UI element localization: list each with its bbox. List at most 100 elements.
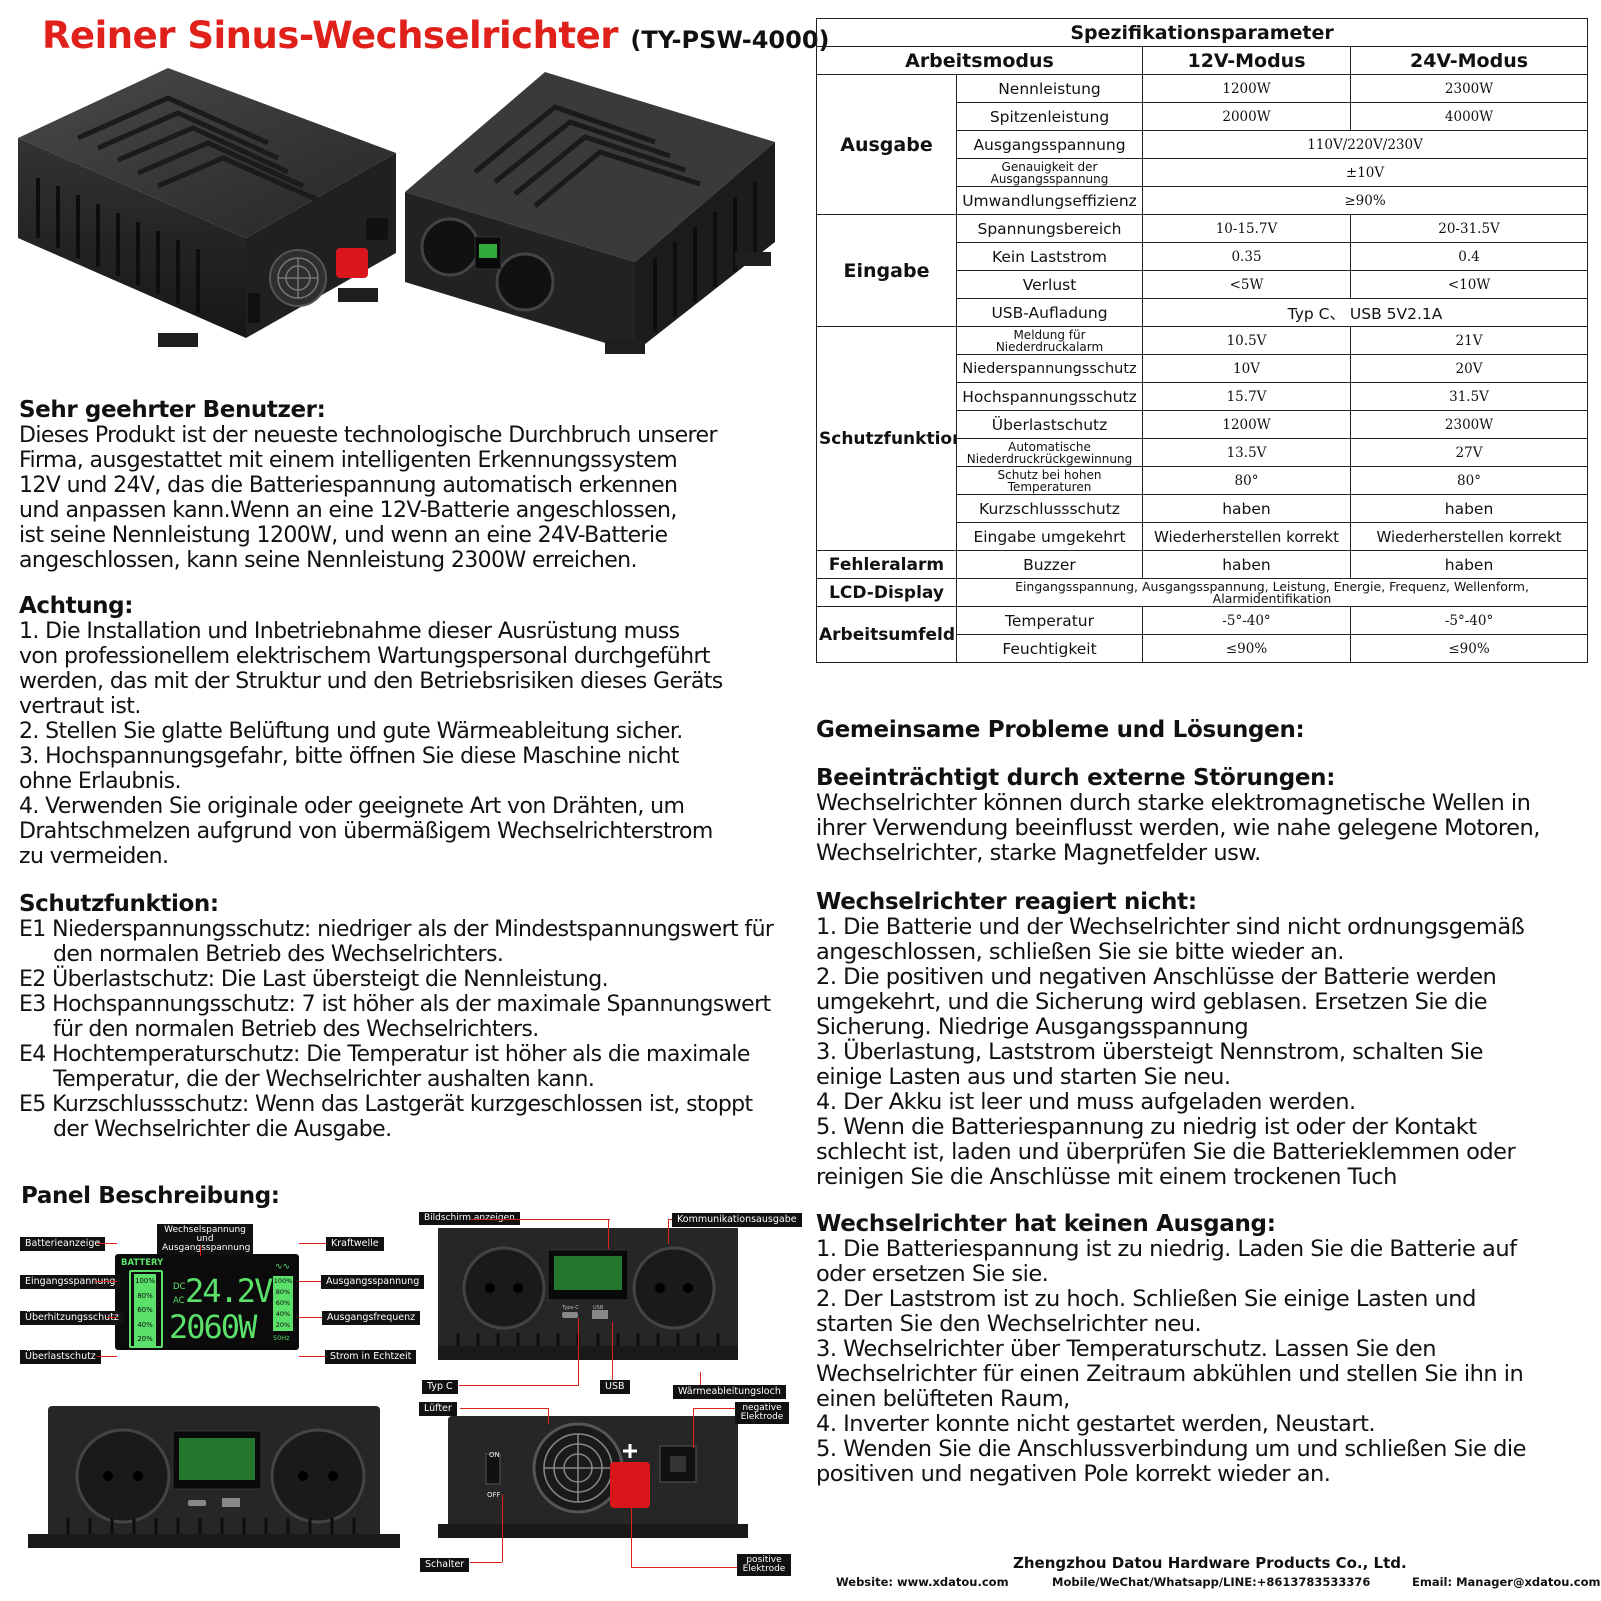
faq-line: 2. Der Laststrom ist zu hoch. Schließen …	[816, 1286, 1476, 1312]
row-value-12v: 10-15.7V	[1142, 214, 1351, 243]
row-value-24v: Wiederherstellen korrekt	[1349, 522, 1589, 551]
faq-line: 1. Die Batterie und der Wechselrichter s…	[816, 914, 1525, 940]
row-label: Spannungsbereich	[956, 214, 1143, 243]
battery-level: 60%	[134, 1303, 156, 1318]
callout-wechselspannung: Wechselspannung und Ausgangsspannung	[157, 1224, 253, 1255]
callout-kommunikation: Kommunikationsausgabe	[672, 1213, 802, 1227]
output-level: 100%	[273, 1276, 293, 1287]
user-line: und anpassen kann.Wenn an eine 12V-Batte…	[19, 498, 677, 523]
battery-level: 100%	[134, 1274, 156, 1289]
faq-line: umgekehrt, und die Sicherung wird geblas…	[816, 989, 1488, 1015]
footer-email: Email: Manager@xdatou.com	[1412, 1575, 1601, 1589]
protection-item: E2 Überlastschutz: Die Last übersteigt d…	[19, 967, 609, 992]
callout-typc: Typ C	[422, 1380, 458, 1394]
faq-no-output-heading: Wechselrichter hat keinen Ausgang:	[816, 1211, 1276, 1237]
caution-line: von professionellem elektrischem Wartung…	[19, 644, 711, 669]
row-value-24v: ≤90%	[1349, 634, 1589, 663]
battery-levels: 100% 80% 60% 40% 20%	[134, 1274, 156, 1347]
row-value: 110V/220V/230V	[1141, 130, 1589, 159]
inverter-photo-side	[18, 68, 396, 347]
row-value: ±10V	[1141, 158, 1589, 187]
panel-section: Panel Beschreibung:	[21, 1184, 781, 1209]
spec-head-24v: 24V-Modus	[1349, 46, 1589, 75]
row-label: Buzzer	[956, 550, 1143, 579]
row-value-24v: 2300W	[1349, 410, 1589, 439]
lcd-display-closeup: BATTERY 100% 80% 60% 40% 20% DC AC 24.2V…	[115, 1254, 299, 1350]
back-panel-view	[438, 1416, 748, 1538]
faq-line: 3. Wechselrichter über Temperaturschutz.…	[816, 1336, 1437, 1362]
faq-heading: Gemeinsame Probleme und Lösungen:	[816, 717, 1305, 743]
faq-line: Wechselrichter für einen Zeitraum abkühl…	[816, 1361, 1524, 1387]
small-typec-label: Type-C	[562, 1305, 579, 1311]
output-level: 60%	[273, 1298, 293, 1309]
callout-luefter: Lüfter	[419, 1402, 457, 1416]
panel-heading: Panel Beschreibung:	[21, 1183, 280, 1209]
row-value-24v: 31.5V	[1349, 382, 1589, 411]
user-line: angeschlossen, kann seine Nennleistung 2…	[19, 548, 638, 573]
sine-wave-icon: ∿∿	[275, 1262, 291, 1272]
model-number: (TY-PSW-4000)	[630, 26, 830, 54]
row-value: ≥90%	[1141, 186, 1589, 215]
row-label: Überlastschutz	[956, 410, 1143, 439]
caution-line: 3. Hochspannungsgefahr, bitte öffnen Sie…	[19, 744, 680, 769]
row-label: Kein Laststrom	[956, 242, 1143, 271]
footer-company: Zhengzhou Datou Hardware Products Co., L…	[1013, 1554, 1407, 1572]
row-value-12v: 13.5V	[1142, 438, 1351, 467]
row-value-24v: -5°-40°	[1349, 606, 1589, 635]
output-level: 20%	[273, 1320, 293, 1331]
caution-line: werden, das mit der Struktur und den Bet…	[19, 669, 723, 694]
row-value-12v: Wiederherstellen korrekt	[1142, 522, 1351, 551]
spec-head-12v: 12V-Modus	[1142, 46, 1351, 75]
row-value-24v: 20V	[1349, 354, 1589, 383]
faq-line: ihrer Verwendung beeinflusst werden, wie…	[816, 815, 1540, 841]
callout-negative-elektrode: negative Elektrode	[735, 1402, 789, 1424]
output-level: 40%	[273, 1309, 293, 1320]
protection-section: Schutzfunktion: E1 Niederspannungsschutz…	[19, 891, 789, 1143]
output-level: 80%	[273, 1287, 293, 1298]
battery-label: BATTERY	[121, 1258, 164, 1268]
protection-item: E3 Hochspannungsschutz: 7 ist höher als …	[19, 992, 771, 1042]
protection-heading: Schutzfunktion:	[19, 891, 219, 917]
row-value-24v: 20-31.5V	[1349, 214, 1589, 243]
callout-positive-elektrode: positive Elektrode	[737, 1554, 791, 1576]
callout-bildschirm-text: Bildschirm anzeigen	[424, 1213, 515, 1223]
callout-eingangsspannung: Eingangsspannung	[20, 1275, 121, 1289]
row-label: Meldung für Niederdruckalarm	[956, 326, 1143, 355]
battery-level: 20%	[134, 1332, 156, 1347]
faq-line: einen belüfteten Raum,	[816, 1386, 1070, 1412]
row-label: Kurzschlussschutz	[956, 494, 1143, 523]
row-value-24v: haben	[1349, 494, 1589, 523]
faq-line: einige Lasten aus und starten Sie neu.	[816, 1064, 1231, 1090]
callout-schalter: Schalter	[420, 1558, 470, 1572]
caution-line: Drahtschmelzen aufgrund von übermäßigem …	[19, 819, 713, 844]
faq-line: angeschlossen, schließen Sie sie bitte w…	[816, 939, 1344, 965]
row-label: Feuchtigkeit	[956, 634, 1143, 663]
row-value-12v: -5°-40°	[1142, 606, 1351, 635]
faq-no-response: Wechselrichter reagiert nicht: 1. Die Ba…	[816, 890, 1596, 1190]
page-title: Reiner Sinus-Wechselrichter (TY-PSW-4000…	[42, 14, 830, 57]
faq-interference-heading: Beeinträchtigt durch externe Störungen:	[816, 765, 1336, 791]
faq-interference: Beeinträchtigt durch externe Störungen: …	[816, 766, 1596, 866]
protection-item: E1 Niederspannungsschutz: niedriger als …	[19, 917, 774, 967]
callout-ueberhitzungsschutz: Überhitzungsschutz	[20, 1311, 124, 1325]
row-value-24v: 4000W	[1349, 102, 1589, 131]
faq-line: Sicherung. Niedrige Ausgangsspannung	[816, 1014, 1249, 1040]
battery-level: 80%	[134, 1288, 156, 1303]
faq-line: 4. Der Akku ist leer und muss aufgeladen…	[816, 1089, 1356, 1115]
faq-line: 1. Die Batteriespannung ist zu niedrig. …	[816, 1236, 1517, 1262]
callout-strom: Strom in Echtzeit	[325, 1350, 417, 1364]
callout-waermeableitung: Wärmeableitungsloch	[673, 1385, 786, 1399]
faq-line: 5. Wenn die Batteriespannung zu niedrig …	[816, 1114, 1477, 1140]
battery-level: 40%	[134, 1317, 156, 1332]
faq-no-response-heading: Wechselrichter reagiert nicht:	[816, 889, 1197, 915]
power-readout: 2060W	[169, 1308, 257, 1346]
title-main: Reiner Sinus-Wechselrichter	[42, 14, 618, 57]
row-value-24v: haben	[1349, 550, 1589, 579]
row-value-24v: 80°	[1349, 466, 1589, 495]
row-value-12v: 2000W	[1142, 102, 1351, 131]
callout-kraftwelle: Kraftwelle	[326, 1237, 384, 1251]
faq-section: Gemeinsame Probleme und Lösungen:	[816, 718, 1596, 743]
callout-ausgangsfrequenz: Ausgangsfrequenz	[322, 1311, 421, 1325]
group-arbeitsumfeld: Arbeitsumfeld	[816, 606, 957, 663]
row-value-12v: ≤90%	[1142, 634, 1351, 663]
